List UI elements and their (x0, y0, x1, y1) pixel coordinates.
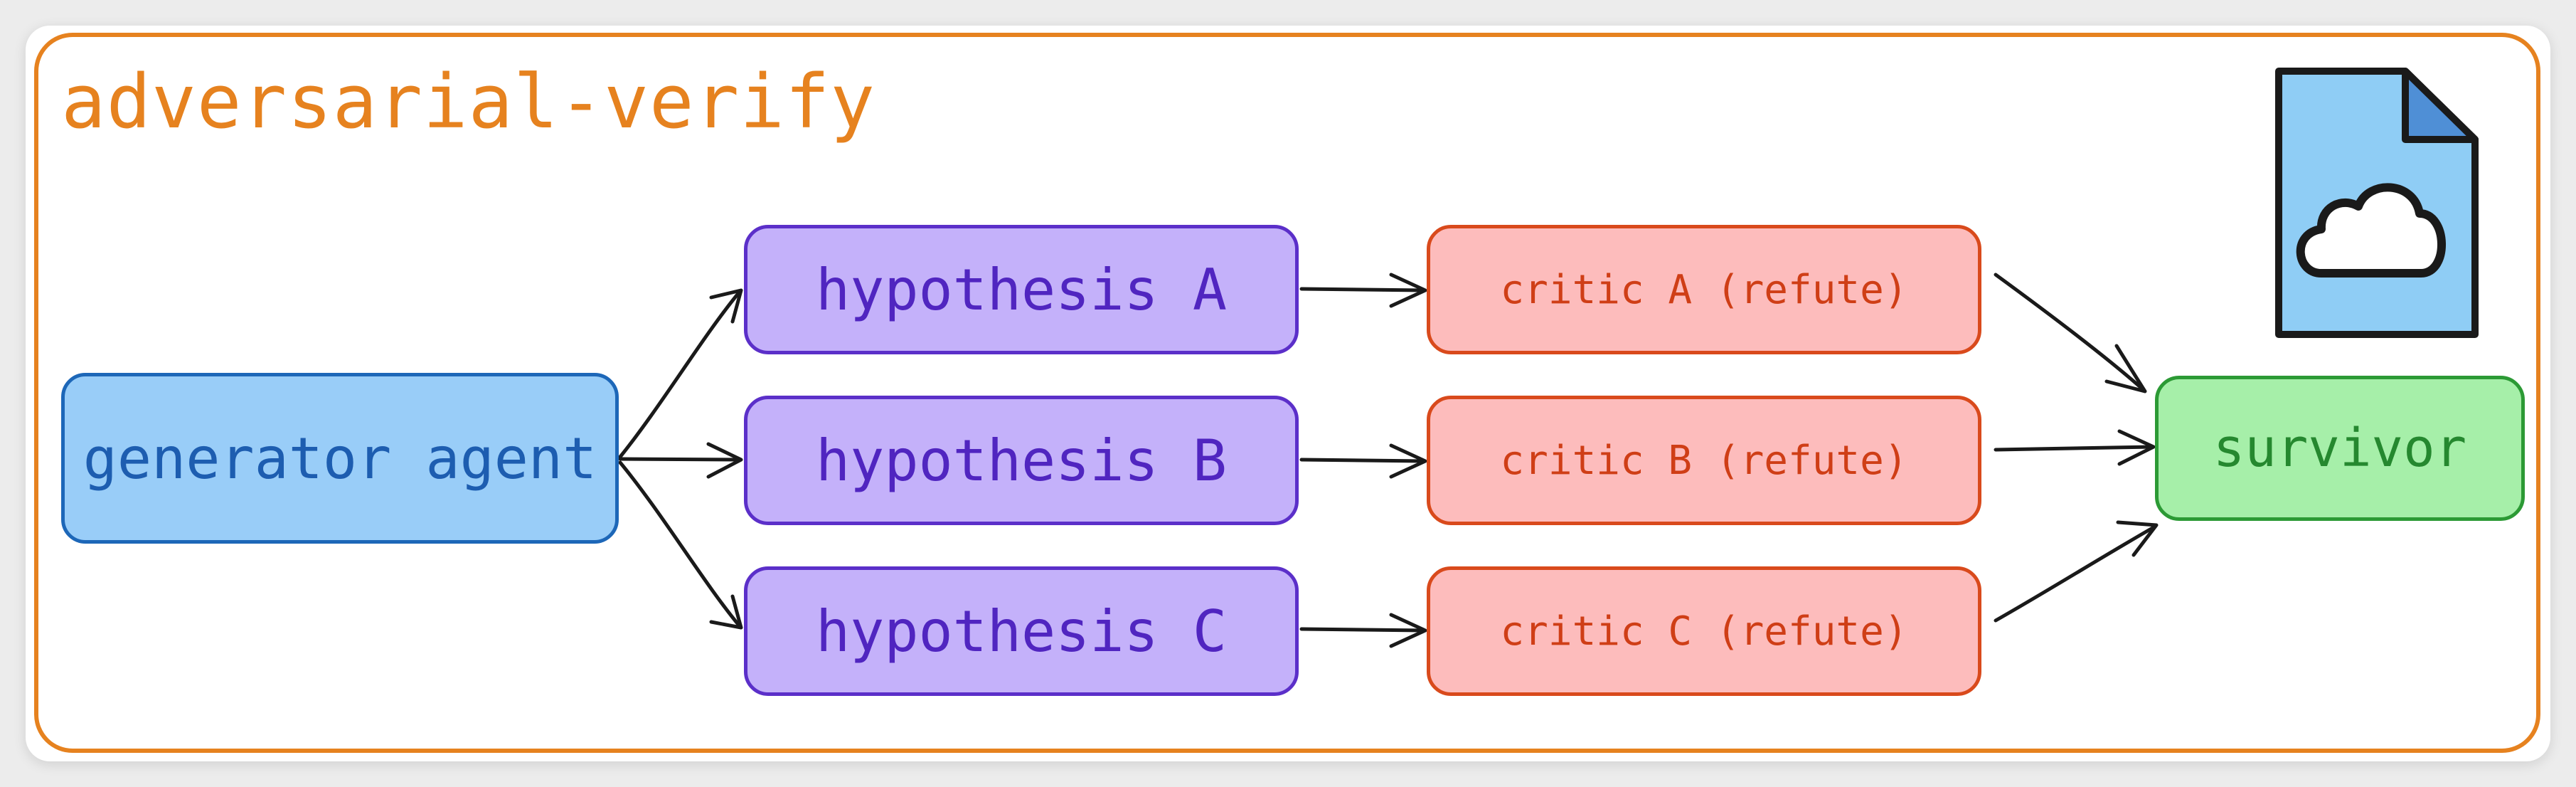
hypothesis-c-node[interactable]: hypothesis C (744, 566, 1299, 696)
edge-critic-a-to-survivor (1994, 273, 2147, 394)
hypothesis-b-label: hypothesis B (816, 427, 1227, 494)
edge-hypothesis-c-to-critic-c (1299, 613, 1427, 648)
generator-agent-node[interactable]: generator agent (61, 373, 619, 544)
critic-c-node[interactable]: critic C (refute) (1427, 566, 1981, 696)
edge-generator-to-hypothesis-b (618, 442, 743, 479)
generator-agent-label: generator agent (83, 425, 597, 492)
critic-b-node[interactable]: critic B (refute) (1427, 396, 1981, 525)
critic-c-label: critic C (refute) (1500, 608, 1908, 655)
cloud-document-icon (2275, 68, 2479, 338)
survivor-node[interactable]: survivor (2155, 376, 2525, 521)
group-title: adversarial-verify (61, 58, 876, 145)
group-frame (34, 33, 2540, 753)
hypothesis-c-label: hypothesis C (816, 598, 1227, 665)
critic-a-node[interactable]: critic A (refute) (1427, 225, 1981, 354)
edge-critic-c-to-survivor (1994, 520, 2159, 623)
survivor-label: survivor (2213, 418, 2467, 479)
edge-generator-to-hypothesis-c (618, 460, 743, 630)
edge-generator-to-hypothesis-a (618, 288, 743, 459)
hypothesis-a-node[interactable]: hypothesis A (744, 225, 1299, 354)
critic-b-label: critic B (refute) (1500, 437, 1908, 484)
edge-hypothesis-a-to-critic-a (1299, 273, 1427, 308)
edge-hypothesis-b-to-critic-b (1299, 443, 1427, 479)
hypothesis-b-node[interactable]: hypothesis B (744, 396, 1299, 525)
hypothesis-a-label: hypothesis A (816, 256, 1227, 323)
critic-a-label: critic A (refute) (1500, 266, 1908, 313)
edge-critic-b-to-survivor (1994, 429, 2156, 466)
